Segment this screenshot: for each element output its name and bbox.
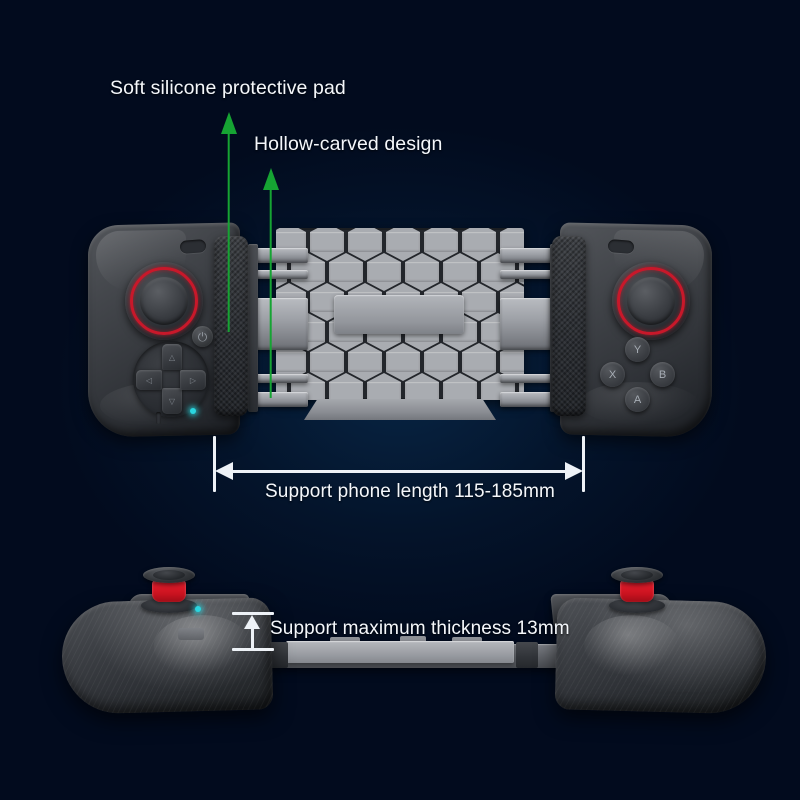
right-grip-profile bbox=[554, 597, 768, 715]
arrow-head-icon bbox=[220, 112, 237, 134]
hexagon-cell bbox=[310, 228, 344, 261]
hexagon-cell bbox=[424, 228, 458, 261]
telescoping-rail-right-5 bbox=[500, 392, 562, 407]
left-slot-vent bbox=[179, 239, 207, 254]
hexagon-cell bbox=[462, 228, 496, 261]
dpad-left-button[interactable]: ◁ bbox=[136, 370, 162, 390]
rail-post-left bbox=[248, 244, 258, 412]
hexagon-cell bbox=[386, 343, 420, 381]
soft-silicone-protective-pad-left bbox=[214, 236, 248, 416]
hexagon-cell bbox=[276, 343, 306, 381]
right-grip-texture bbox=[554, 597, 768, 715]
hexagon-cell bbox=[462, 283, 496, 321]
left-stick-cap-profile[interactable] bbox=[143, 567, 195, 583]
hexagon-cell bbox=[348, 343, 382, 381]
hexagon-cell bbox=[310, 343, 344, 381]
label-support-phone-length: Support phone length 115-185mm bbox=[265, 481, 555, 502]
right-stick-red-collar bbox=[620, 580, 654, 602]
telescoping-rail-right-4 bbox=[500, 374, 562, 383]
bracket-bottom-lip bbox=[304, 399, 496, 420]
button-x[interactable]: X bbox=[600, 362, 625, 387]
right-stick-cap bbox=[627, 277, 675, 325]
callout-arrow-soft-pad bbox=[220, 112, 237, 332]
dpad-down-button[interactable]: ▽ bbox=[162, 388, 182, 414]
label-support-thickness: Support maximum thickness 13mm bbox=[270, 618, 570, 639]
right-grip-gloss bbox=[583, 613, 682, 679]
button-a[interactable]: A bbox=[625, 387, 650, 412]
thickness-arrow-shaft bbox=[251, 625, 254, 649]
bridge-inner-plate bbox=[286, 641, 514, 663]
hexagon-cell bbox=[329, 253, 363, 291]
left-stick-base bbox=[141, 598, 197, 613]
label-soft-silicone-pad: Soft silicone protective pad bbox=[110, 77, 346, 99]
right-stick-cap-inner bbox=[621, 570, 653, 580]
dimension-arrow-right-icon bbox=[565, 462, 583, 480]
side-status-led bbox=[195, 606, 201, 612]
arrow-head-icon bbox=[262, 168, 279, 190]
label-hollow-carved: Hollow-carved design bbox=[254, 133, 443, 155]
telescoping-rail-left-1 bbox=[246, 248, 308, 263]
dimension-arrow-left-icon bbox=[215, 462, 233, 480]
dimension-tick-right bbox=[582, 436, 585, 492]
hexagon-cell bbox=[348, 228, 382, 261]
telescoping-rail-left-5 bbox=[246, 392, 308, 407]
left-stick-red-ring bbox=[130, 267, 198, 335]
bracket-center-bar bbox=[334, 295, 464, 334]
bridge-tab-1 bbox=[330, 637, 360, 642]
right-stick-cap-profile[interactable] bbox=[611, 567, 663, 583]
bridge-end-right bbox=[516, 642, 538, 668]
side-view-gamepad bbox=[0, 540, 800, 740]
button-y[interactable]: Y bbox=[625, 337, 650, 362]
right-stick-red-ring bbox=[617, 267, 685, 335]
hexagon-cell bbox=[443, 253, 477, 291]
right-analog-stick[interactable] bbox=[612, 262, 690, 340]
brand-logo bbox=[178, 628, 204, 640]
thickness-cap-top bbox=[232, 612, 274, 615]
dimension-line bbox=[228, 470, 569, 473]
left-stick-cap bbox=[140, 277, 188, 325]
hexagon-cell bbox=[405, 253, 439, 291]
hollow-carved-honeycomb-bracket bbox=[276, 228, 524, 400]
arrow-shaft bbox=[227, 131, 230, 332]
hexagon-cell bbox=[443, 373, 477, 400]
dimension-tick-left bbox=[213, 436, 216, 492]
hexagon-cell bbox=[462, 343, 496, 381]
left-stick-cap-inner bbox=[153, 570, 185, 580]
thickness-arrow-head-icon bbox=[244, 615, 260, 629]
power-icon[interactable]: ⏻ bbox=[192, 326, 213, 347]
dpad-right-button[interactable]: ▷ bbox=[180, 370, 206, 390]
thickness-cap-bottom bbox=[232, 648, 274, 651]
left-stick-red-collar bbox=[152, 580, 186, 602]
callout-arrow-hollow-carved bbox=[262, 168, 279, 398]
bridge-tab-3 bbox=[452, 637, 482, 642]
telescoping-rail-left-4 bbox=[246, 374, 308, 383]
left-grip-gloss bbox=[152, 613, 251, 679]
hexagon-cell bbox=[329, 373, 363, 400]
arrow-shaft bbox=[269, 187, 272, 398]
charging-port bbox=[156, 412, 161, 424]
bridge-tab-2 bbox=[400, 636, 426, 641]
hexagon-pattern bbox=[276, 228, 524, 400]
dpad-up-button[interactable]: △ bbox=[162, 344, 182, 370]
left-analog-stick[interactable] bbox=[125, 262, 203, 340]
dpad[interactable]: △ ▽ ◁ ▷ bbox=[133, 341, 209, 417]
hexagon-cell bbox=[367, 373, 401, 400]
hexagon-cell bbox=[500, 343, 524, 381]
right-slot-vent bbox=[607, 239, 635, 254]
status-led bbox=[190, 408, 196, 414]
top-view-gamepad: ⏻ △ ▽ ◁ ▷ Y X B A bbox=[88, 222, 712, 438]
hexagon-cell bbox=[424, 343, 458, 381]
telescoping-rail-left-2 bbox=[246, 270, 308, 279]
hexagon-cell bbox=[367, 253, 401, 291]
telescoping-rail-right-2 bbox=[500, 270, 562, 279]
button-b[interactable]: B bbox=[650, 362, 675, 387]
telescoping-rail-right-1 bbox=[500, 248, 562, 263]
hexagon-cell bbox=[386, 228, 420, 261]
hexagon-cell bbox=[405, 373, 439, 400]
soft-silicone-protective-pad-right bbox=[552, 236, 586, 416]
right-stick-base bbox=[609, 598, 665, 613]
